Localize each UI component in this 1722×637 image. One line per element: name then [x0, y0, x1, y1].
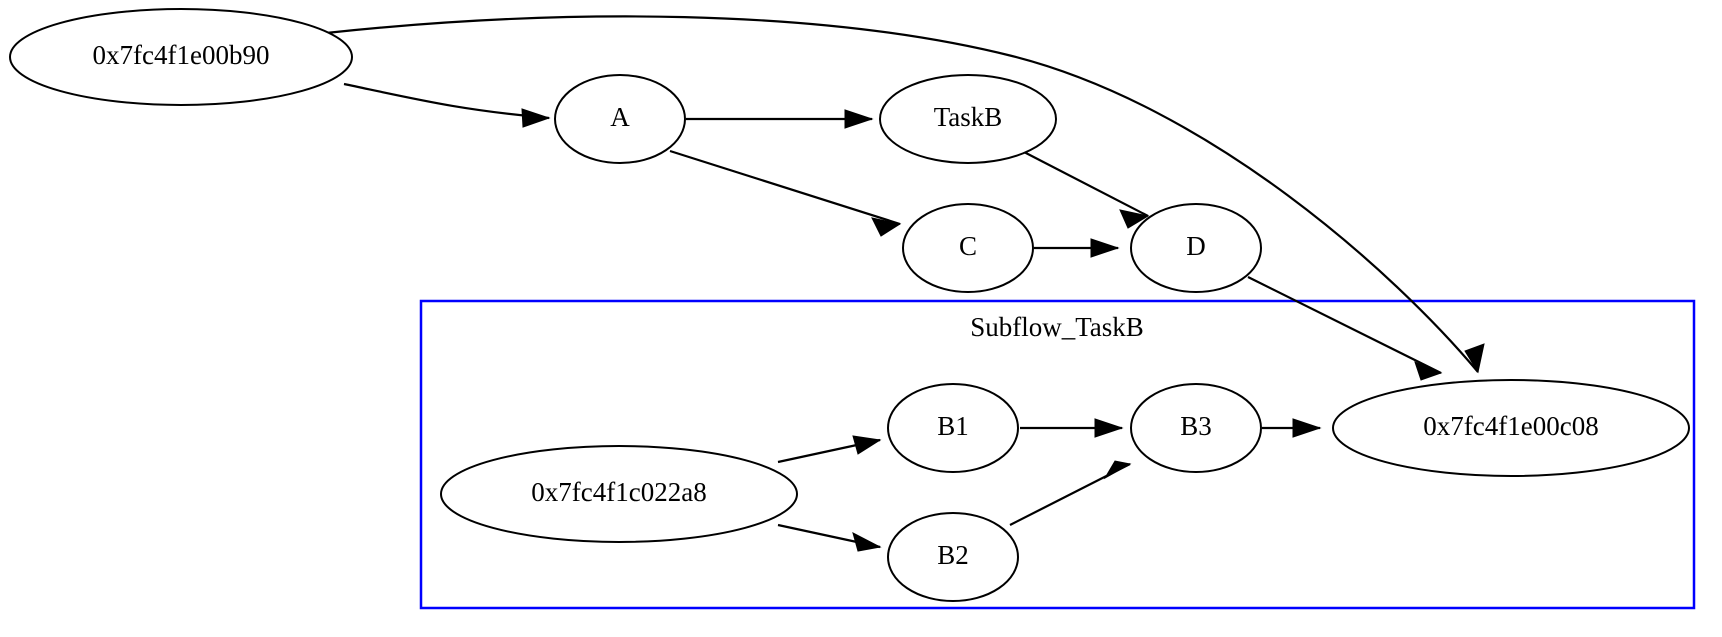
node-label: B3	[1180, 411, 1212, 441]
node-label: B1	[937, 411, 969, 441]
node-n_d[interactable]: D	[1130, 203, 1262, 293]
node-n_b2[interactable]: B2	[887, 512, 1019, 602]
arrowhead-e5	[1119, 209, 1150, 229]
node-shape[interactable]	[1130, 383, 1262, 473]
edge-n_b90-to-n_c08	[325, 15, 1479, 373]
node-shape[interactable]	[1130, 203, 1262, 293]
arrowhead-e10	[1094, 418, 1124, 438]
node-shape[interactable]	[554, 74, 686, 164]
node-n_b90[interactable]: 0x7fc4f1e00b90	[9, 8, 353, 106]
node-shape[interactable]	[902, 203, 1034, 293]
cluster-label: Subflow_TaskB	[970, 312, 1144, 342]
arrowhead-e4	[871, 217, 902, 237]
arrowhead-e9	[852, 532, 882, 552]
node-shape[interactable]	[879, 74, 1057, 164]
edge-n_taskb-to-n_d	[1023, 151, 1149, 217]
arrowhead-e1	[521, 108, 551, 128]
node-label: 0x7fc4f1e00c08	[1423, 411, 1598, 441]
node-n_b3[interactable]: B3	[1130, 383, 1262, 473]
node-n_a[interactable]: A	[554, 74, 686, 164]
node-label: A	[610, 102, 630, 132]
node-label: C	[959, 231, 977, 261]
node-n_022a8[interactable]: 0x7fc4f1c022a8	[440, 445, 798, 543]
cluster-border	[419, 299, 1696, 610]
arrowhead-e12	[1292, 418, 1322, 438]
node-label: D	[1186, 231, 1206, 261]
node-label: TaskB	[934, 102, 1003, 132]
node-n_c[interactable]: C	[902, 203, 1034, 293]
node-n_b1[interactable]: B1	[887, 383, 1019, 473]
arrowhead-e8	[852, 435, 882, 455]
edge-n_d-to-n_c08	[1247, 276, 1442, 374]
node-n_c08[interactable]: 0x7fc4f1e00c08	[1332, 379, 1690, 477]
node-shape[interactable]	[887, 512, 1019, 602]
node-shape[interactable]	[1332, 379, 1690, 477]
node-shape[interactable]	[887, 383, 1019, 473]
arrowhead-e11	[1103, 460, 1132, 480]
node-label: B2	[937, 540, 969, 570]
edge-n_b90-to-n_a	[343, 82, 550, 120]
edges-layer	[325, 15, 1485, 552]
arrowhead-e3	[844, 109, 874, 129]
node-label: 0x7fc4f1e00b90	[93, 40, 270, 70]
node-shape[interactable]	[9, 8, 353, 106]
node-shape[interactable]	[440, 445, 798, 543]
clusters-layer: Subflow_TaskB	[419, 299, 1696, 610]
arrowhead-e7	[1414, 361, 1443, 381]
node-n_taskb[interactable]: TaskB	[879, 74, 1057, 164]
cluster-cluster_subflow_taskb: Subflow_TaskB	[419, 299, 1696, 610]
node-label: 0x7fc4f1c022a8	[531, 477, 706, 507]
edge-n_a-to-n_c	[669, 149, 901, 226]
arrowhead-e6	[1090, 238, 1120, 258]
arrowhead-e2	[1464, 343, 1485, 374]
